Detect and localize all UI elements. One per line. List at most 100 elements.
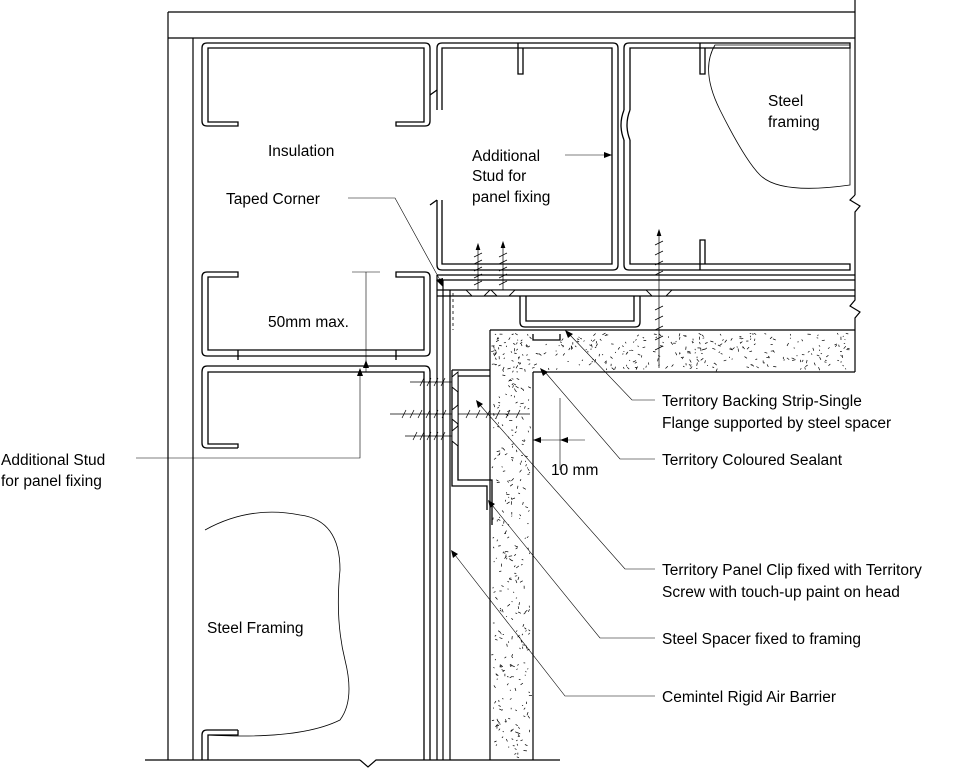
speckle-mark <box>502 470 506 472</box>
speckle-mark <box>723 359 727 362</box>
speckle-mark <box>527 407 530 410</box>
speckle-mark <box>493 363 497 366</box>
speckle-mark <box>507 581 510 583</box>
speckle-mark <box>495 596 498 600</box>
speckle-mark <box>599 338 602 341</box>
speckle-mark <box>514 388 516 391</box>
speckle-mark <box>729 348 733 351</box>
speckle-mark <box>772 338 776 341</box>
panel-clip-label-line2: Screw with touch-up paint on head <box>662 584 900 601</box>
speckle-mark <box>511 333 513 336</box>
speckle-mark <box>494 352 497 356</box>
lower-left-stud <box>201 365 431 760</box>
speckle-mark <box>511 654 514 657</box>
speckle-mark <box>511 478 514 482</box>
speckle-mark <box>840 354 842 357</box>
speckle-mark <box>645 365 647 368</box>
speckle-mark <box>508 385 511 388</box>
speckle-mark <box>834 343 838 346</box>
speckle-mark <box>499 708 503 711</box>
speckle-mark <box>511 360 514 362</box>
speckle-mark <box>497 426 499 428</box>
speckle-mark <box>491 466 494 469</box>
speckle-mark <box>824 359 827 362</box>
speckle-mark <box>528 609 530 613</box>
speckle-mark <box>503 357 505 360</box>
speckle-mark <box>507 603 511 607</box>
speckle-mark <box>498 516 501 519</box>
speckle-mark <box>678 333 681 337</box>
speckle-mark <box>493 685 496 688</box>
speckle-mark <box>704 347 708 350</box>
speckle-mark <box>632 341 635 343</box>
speckle-mark <box>527 468 530 471</box>
speckle-mark <box>500 633 502 635</box>
speckle-mark <box>520 460 522 463</box>
speckle-mark <box>696 362 698 366</box>
speckle-mark <box>611 367 615 371</box>
speckle-mark <box>512 497 516 500</box>
speckle-mark <box>521 558 524 561</box>
speckle-mark <box>498 570 502 573</box>
speckle-mark <box>690 364 692 367</box>
speckle-mark <box>813 362 816 366</box>
taped-corner-label: Taped Corner <box>226 191 320 208</box>
speckle-mark <box>493 591 496 593</box>
speckle-mark <box>730 338 733 341</box>
speckle-mark <box>528 363 531 365</box>
steel-framing-bottom-blob <box>204 511 350 737</box>
speckle-mark <box>519 479 522 482</box>
speckle-mark <box>504 656 507 659</box>
speckle-mark <box>594 346 597 349</box>
speckle-mark <box>812 347 815 351</box>
speckle-mark <box>561 338 564 341</box>
speckle-mark <box>511 656 514 659</box>
speckle-mark <box>525 464 527 467</box>
speckle-mark <box>807 350 810 353</box>
speckle-mark <box>687 350 691 353</box>
speckle-mark <box>712 366 715 368</box>
speckle-mark <box>689 367 692 369</box>
speckle-mark <box>499 607 502 610</box>
speckle-mark <box>594 358 597 363</box>
speckle-mark <box>502 353 505 355</box>
speckle-mark <box>502 730 504 733</box>
left-screws <box>390 371 530 447</box>
speckle-mark <box>717 344 721 347</box>
speckle-mark <box>504 721 507 723</box>
speckle-mark <box>689 359 692 363</box>
speckle-mark <box>509 675 513 679</box>
speckle-mark <box>842 335 844 337</box>
speckle-mark <box>581 359 584 362</box>
speckle-mark <box>583 340 585 342</box>
speckle-mark <box>749 338 752 340</box>
speckle-mark <box>719 333 722 336</box>
speckle-mark <box>505 393 508 396</box>
speckle-mark <box>691 366 693 368</box>
speckle-mark <box>501 669 505 672</box>
speckle-mark <box>512 370 514 373</box>
speckle-mark <box>501 510 504 513</box>
speckle-mark <box>511 458 513 462</box>
speckle-mark <box>816 354 820 357</box>
speckle-mark <box>519 462 522 465</box>
speckle-mark <box>520 387 524 390</box>
speckle-mark <box>746 366 749 368</box>
speckle-mark <box>810 353 813 355</box>
speckle-mark <box>522 487 526 490</box>
speckle-mark <box>591 344 593 348</box>
speckle-mark <box>508 578 512 581</box>
speckle-mark <box>524 627 527 630</box>
speckle-mark <box>835 344 837 348</box>
speckle-mark <box>519 517 521 520</box>
top-additional-stud <box>429 42 619 271</box>
speckle-mark <box>529 426 531 429</box>
speckle-mark <box>799 368 802 370</box>
speckle-mark <box>492 537 495 539</box>
speckle-mark <box>510 559 514 562</box>
speckle-mark <box>605 361 607 365</box>
steel-framing-top-blob <box>708 44 851 189</box>
speckle-mark <box>515 630 518 632</box>
speckle-mark <box>504 530 507 534</box>
speckle-mark <box>791 357 795 360</box>
